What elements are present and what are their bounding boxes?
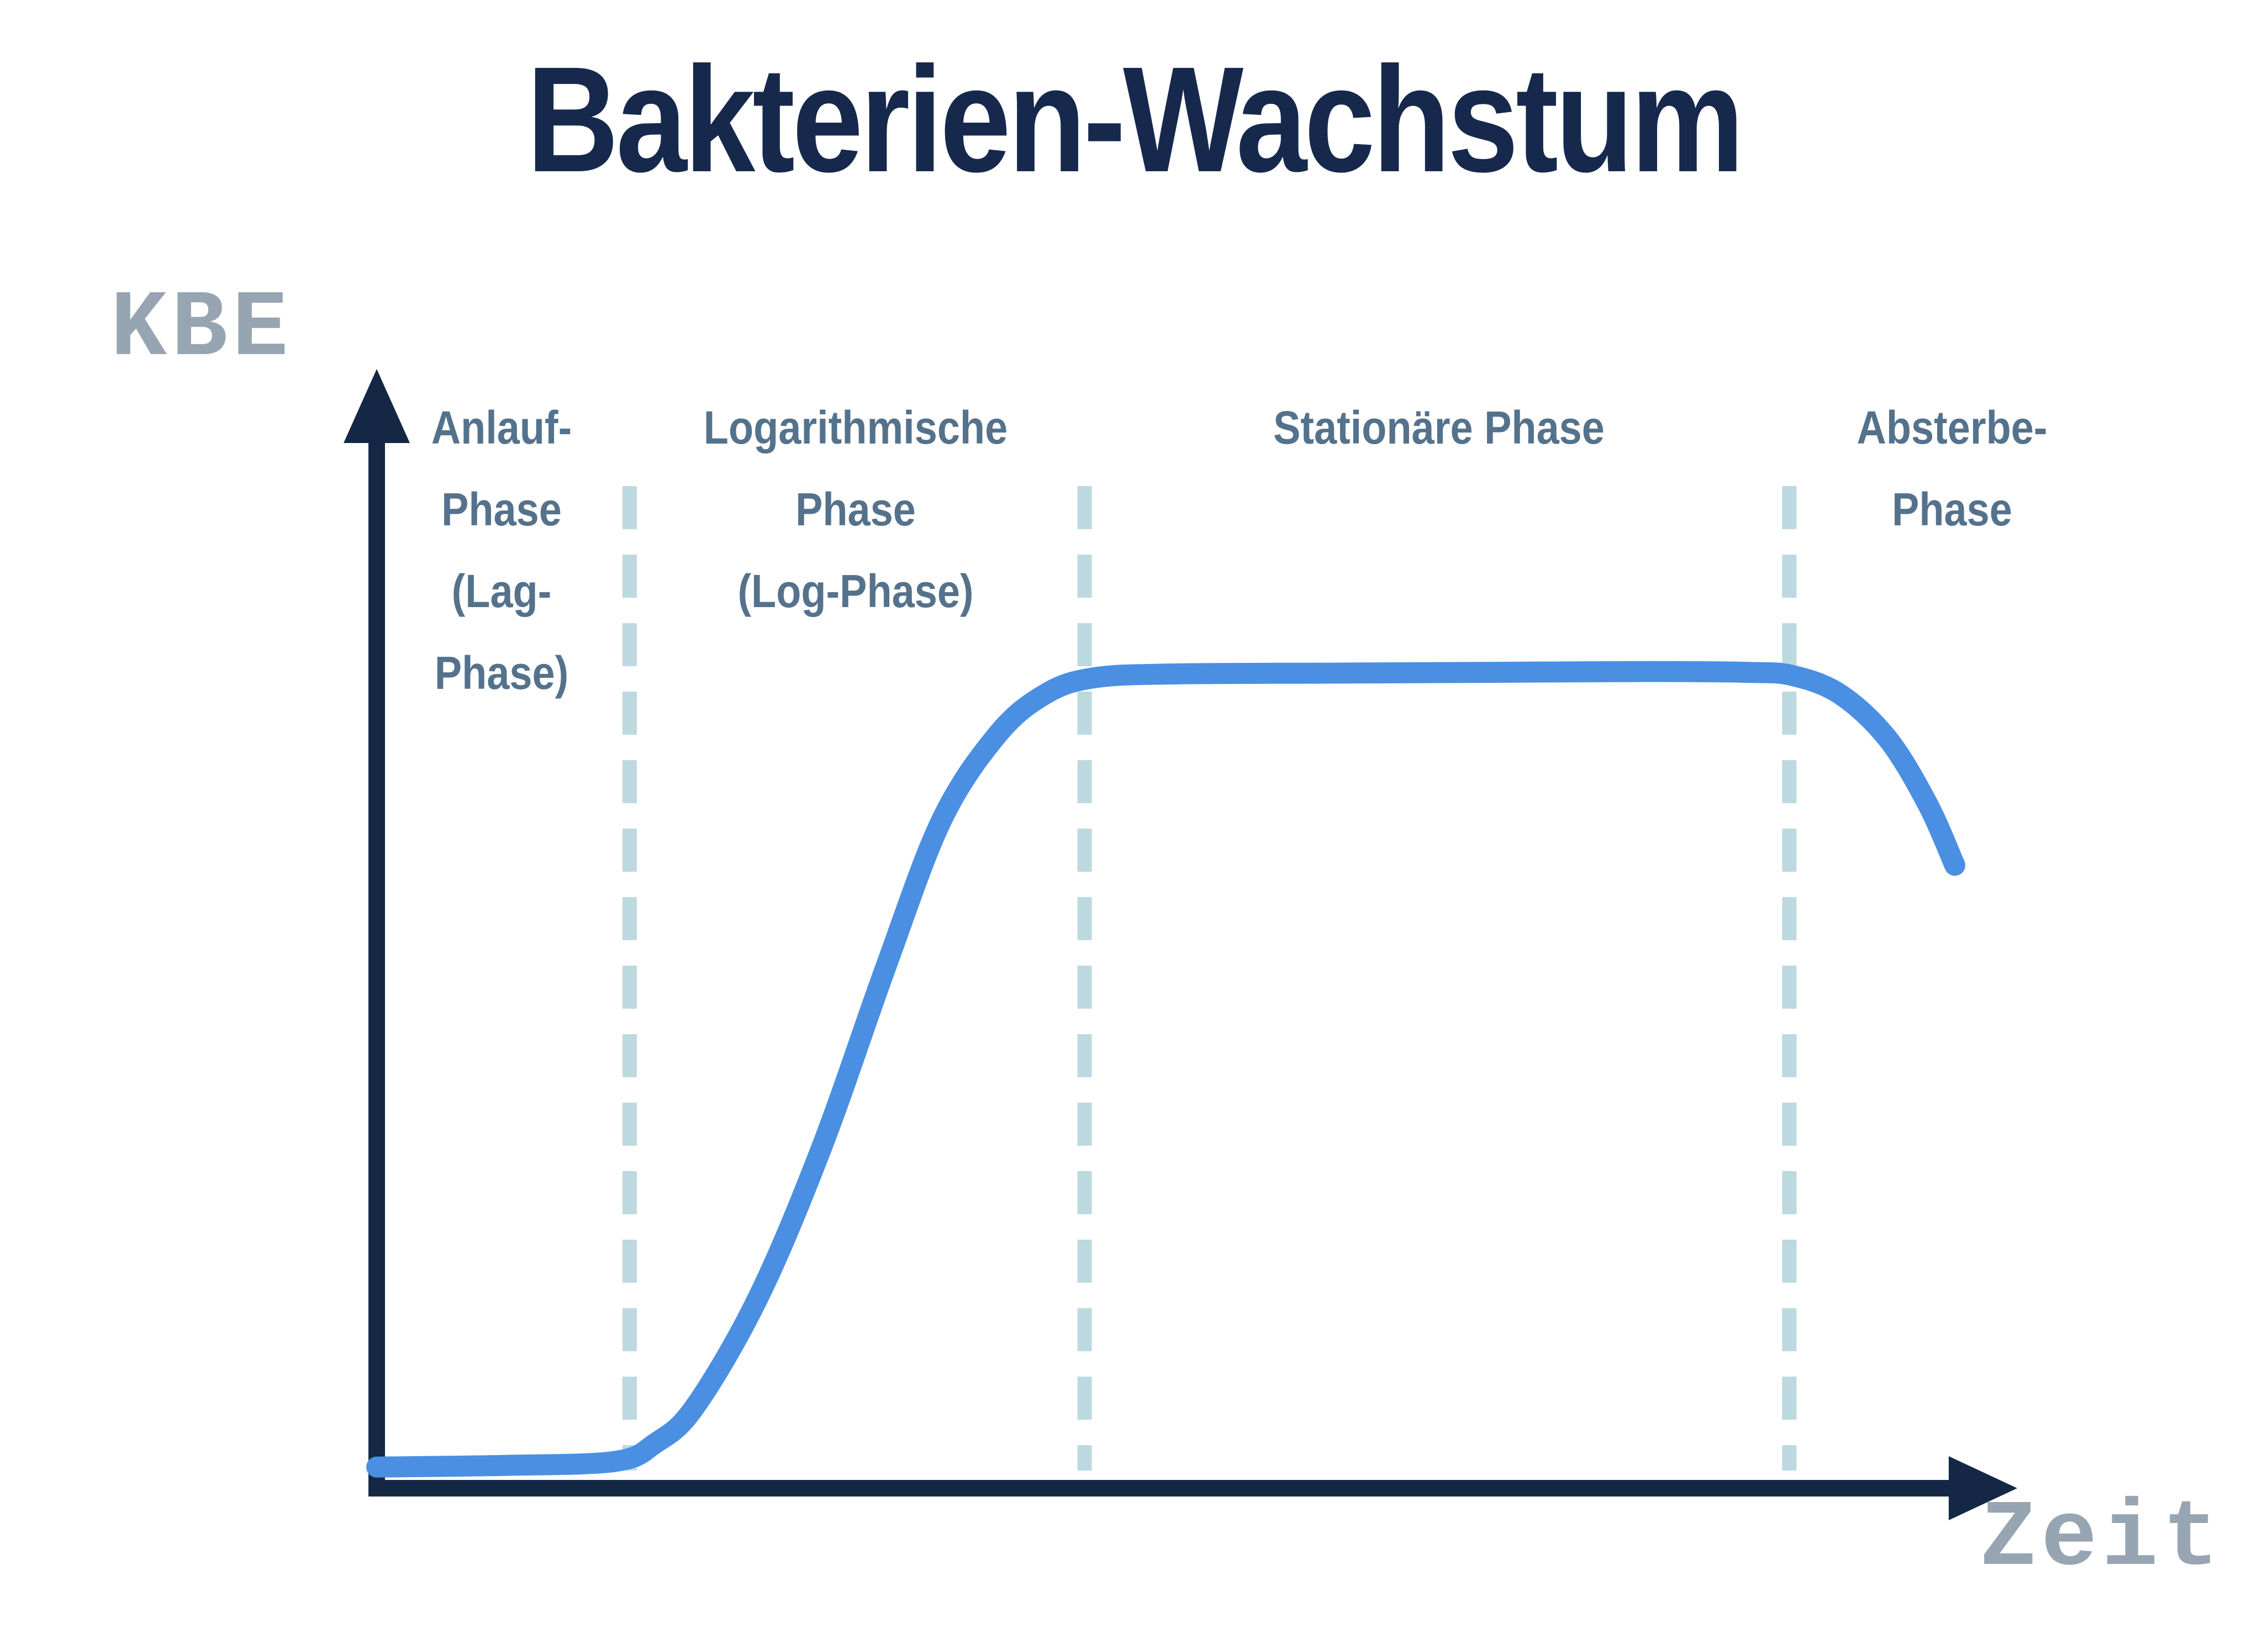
- axes: [344, 369, 2017, 1520]
- y-axis-arrow-icon: [344, 369, 410, 443]
- y-axis-label: KBE: [110, 276, 293, 383]
- growth-curve-line: [366, 661, 1965, 1478]
- phase-divider-lines: [622, 486, 1797, 1471]
- x-axis-arrow-icon: [1949, 1456, 2017, 1520]
- chart-title: Bakterien-Wachstum: [526, 35, 1744, 203]
- phase-label-stationary-text: Stationäre Phase: [1273, 402, 1605, 454]
- phase-label-lag: Anlauf- Phase (Lag- Phase): [421, 387, 581, 714]
- phase-label-death-text: Absterbe- Phase: [1856, 402, 2048, 535]
- phase-label-lag-text: Anlauf- Phase (Lag- Phase): [431, 402, 572, 699]
- phase-label-log: Logarithmische Phase (Log-Phase): [683, 387, 1028, 632]
- phase-label-log-text: Logarithmische Phase (Log-Phase): [703, 402, 1008, 617]
- x-axis-label: Zeit: [1980, 1486, 2224, 1593]
- axis-lines: [368, 431, 1960, 1497]
- phase-label-death: Absterbe- Phase: [1844, 387, 2060, 550]
- phase-label-stationary: Stationäre Phase: [1251, 387, 1627, 468]
